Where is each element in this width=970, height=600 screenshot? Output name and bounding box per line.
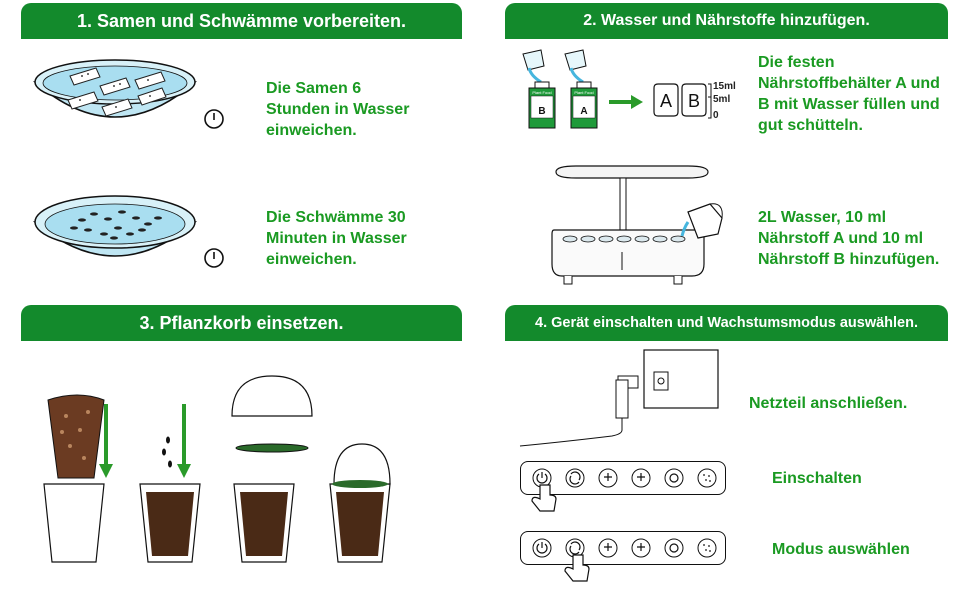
arrow-right-icon [609, 95, 643, 109]
control-panel-mode [520, 531, 726, 565]
step3-title: 3. Pflanzkorb einsetzen. [139, 312, 344, 333]
adapter-instruction: Netzteil anschließen. [749, 395, 908, 412]
mode-instruction: Modus auswählen [772, 541, 910, 558]
garden-device-illustration [551, 165, 723, 285]
step4-header: 4. Gerät einschalten und Wachstumsmodus … [505, 305, 948, 341]
power-adapter-illustration [519, 349, 719, 447]
step2-header: 2. Wasser und Nährstoffe hinzufügen. [505, 3, 948, 39]
seed-bowl-illustration [33, 59, 197, 118]
mode-button[interactable] [565, 538, 585, 558]
water-nutrient-instruction: 2L Wasser, 10 ml Nährstoff A und 10 ml N… [758, 209, 940, 268]
nutrient-container-instruction: Die festen Nährstoffbehälter A und B mit… [758, 54, 940, 134]
mark-15ml: 15ml [713, 81, 736, 92]
step1-title: 1. Samen und Schwämme vorbereiten. [76, 10, 407, 31]
bottle-b-letter: B [538, 106, 545, 117]
bottle-a-brand: Plant Food [574, 90, 593, 95]
container-b-label: B [688, 91, 700, 111]
mark-0: 0 [713, 110, 719, 121]
step3-header: 3. Pflanzkorb einsetzen. [21, 305, 462, 341]
control-panel-power [520, 461, 726, 495]
sponge-plate-illustration [32, 195, 198, 257]
clock-icon [204, 248, 224, 268]
step4-title: 4. Gerät einschalten und Wachstumsmodus … [535, 315, 918, 331]
seeds-instruction: Die Samen 6 Stunden in Wasser einweichen… [266, 80, 410, 139]
container-a-label: A [660, 91, 672, 111]
mark-5ml: 5ml [713, 94, 730, 105]
bottle-a-letter: A [580, 106, 587, 117]
clock-icon [204, 109, 224, 129]
power-instruction: Einschalten [772, 470, 862, 487]
sponges-instruction: Die Schwämme 30 Minuten in Wasser einwei… [266, 209, 407, 268]
step1-header: 1. Samen und Schwämme vorbereiten. [21, 3, 462, 39]
step2-title: 2. Wasser und Nährstoffe hinzufügen. [583, 12, 870, 29]
nutrient-containers-illustration: A B 15ml 5ml 0 [653, 81, 736, 121]
power-button[interactable] [532, 468, 552, 488]
nutrient-bottles-illustration: Plant Food Plant Food B A [522, 49, 598, 129]
bottle-b-brand: Plant Food [532, 90, 551, 95]
plant-basket-illustration [43, 375, 391, 563]
control-buttons [531, 468, 717, 582]
